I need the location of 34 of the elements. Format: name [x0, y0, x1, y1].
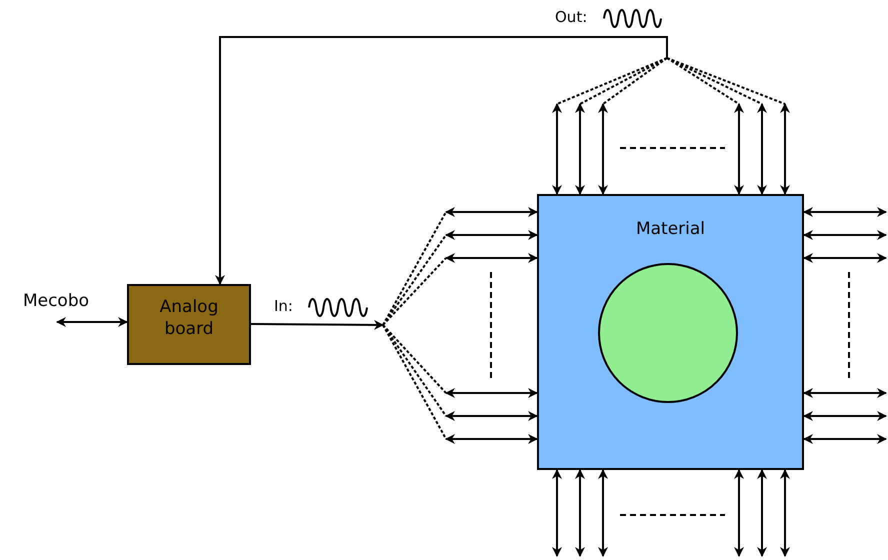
node-label: Material — [636, 218, 706, 240]
arrow — [575, 469, 585, 557]
arrow — [251, 320, 384, 330]
signal-label: In: — [274, 297, 293, 315]
arrow — [552, 103, 562, 195]
arrow — [215, 36, 668, 285]
arrow — [445, 253, 538, 263]
node-label: Analog board — [158, 296, 220, 340]
analog-board-box — [127, 284, 251, 365]
arrow — [803, 434, 887, 444]
arrow — [445, 434, 538, 444]
arrow — [598, 469, 608, 557]
arrow — [56, 317, 128, 327]
arrow — [803, 388, 887, 398]
arrow — [803, 411, 887, 421]
arrow — [803, 253, 887, 263]
material-box — [537, 194, 804, 470]
arrow — [575, 103, 585, 195]
arrow — [445, 388, 538, 398]
arrow — [757, 103, 767, 195]
arrow — [803, 207, 887, 217]
arrow — [734, 469, 744, 557]
arrow — [598, 103, 608, 195]
mecobo-label: Mecobo — [22, 290, 90, 312]
arrow — [445, 207, 538, 217]
arrow — [445, 230, 538, 240]
arrow — [780, 469, 790, 557]
arrow — [757, 469, 767, 557]
arrow — [803, 230, 887, 240]
signal-label: Out: — [555, 8, 588, 26]
arrow — [734, 103, 744, 195]
arrow — [445, 411, 538, 421]
arrow — [552, 469, 562, 557]
arrow — [780, 103, 790, 195]
